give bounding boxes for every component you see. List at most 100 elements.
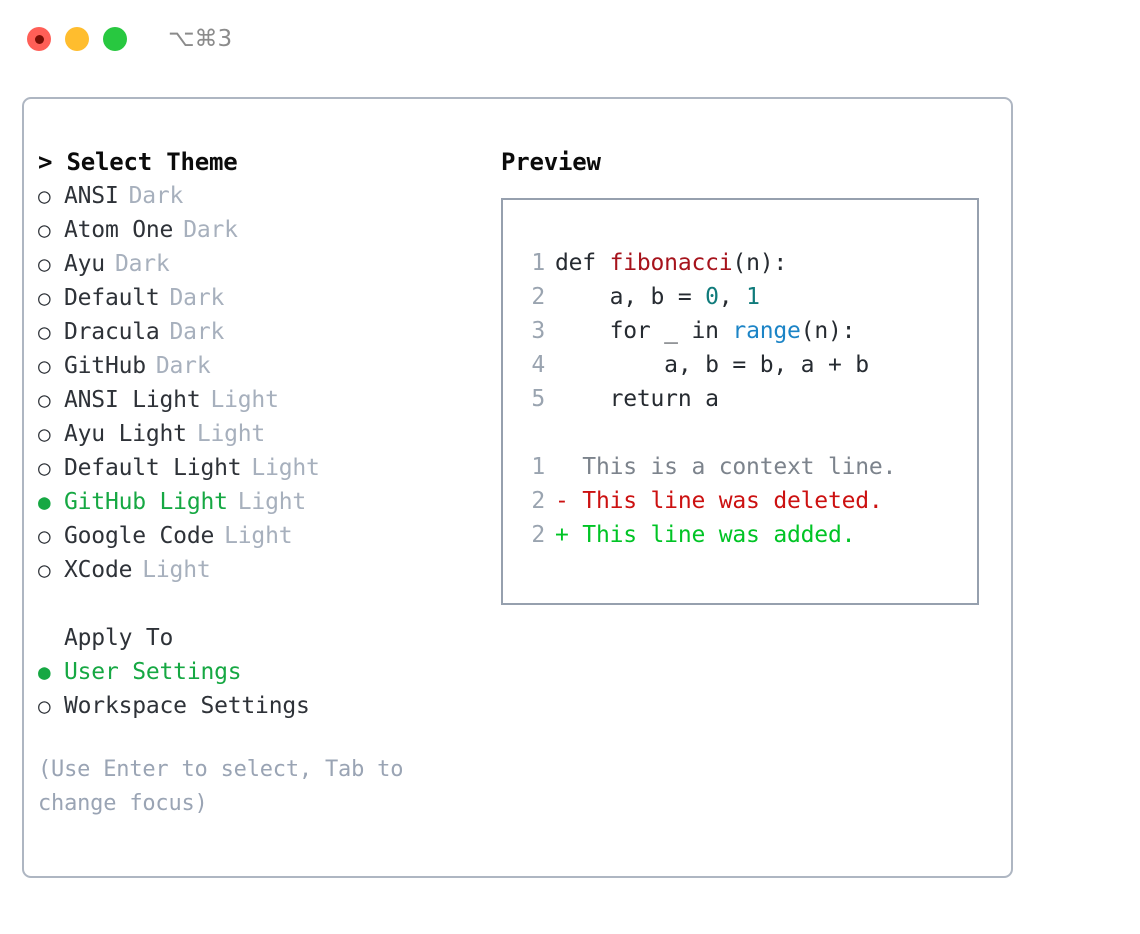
select-theme-header: > Select Theme [38,148,238,176]
code-token-plain: return a [555,386,719,412]
code-line: 4 a, b = b, a + b [521,348,977,382]
code-token-plain: for _ in [555,318,733,344]
theme-option-tag: Light [210,387,279,413]
theme-option-tag: Dark [155,353,211,379]
keyboard-shortcut-label: ⌥⌘3 [168,26,233,52]
radio-unselected-icon: ○ [38,558,51,582]
code-line-content: return a [555,382,719,416]
radio-unselected-icon: ○ [38,388,51,412]
minimize-button-icon[interactable] [65,27,89,51]
diff-line-number: 1 [531,454,545,480]
theme-option-tag: Dark [183,217,238,243]
theme-option-tag: Light [196,421,266,447]
code-line-number: 2 [531,284,545,310]
code-line: 5 return a [521,382,977,416]
code-token-builtin: range [732,318,801,344]
radio-unselected-icon: ○ [38,286,51,310]
theme-option-ansi-light[interactable]: ○ ANSI Light Light [38,383,498,417]
code-line-content: a, b = b, a + b [555,348,869,382]
close-button-icon[interactable] [27,27,51,51]
apply-to-option-workspace-settings[interactable]: ○ Workspace Settings [38,689,498,723]
code-line: 1 def fibonacci(n): [521,246,977,280]
window-titlebar: ⌥⌘3 [0,0,1140,78]
diff-line-content: This is a context line. [555,454,897,480]
radio-unselected-icon: ○ [38,218,51,242]
diff-line-content: - This line was deleted. [555,488,883,514]
radio-unselected-icon: ○ [38,320,51,344]
radio-unselected-icon: ○ [38,524,51,548]
theme-option-tag: Light [142,557,211,583]
theme-option-label: XCode [64,557,133,583]
theme-option-label: Dracula [64,319,160,345]
theme-option-label: Default [64,285,160,311]
apply-to-option-label: Workspace Settings [64,693,310,719]
diff-line-content: + This line was added. [555,522,856,548]
code-line: 3 for _ in range(n): [521,314,977,348]
code-line-content: for _ in range(n): [555,314,856,348]
theme-option-label: Default Light [64,455,242,481]
maximize-button-icon[interactable] [103,27,127,51]
diff-line-add: 2 + This line was added. [521,518,977,552]
diff-sample-block: 1 This is a context line.2- This line wa… [521,450,977,552]
radio-unselected-icon: ○ [38,184,51,208]
code-token-plain: (n): [732,250,788,276]
code-line-number: 5 [531,386,545,412]
theme-option-github-light[interactable]: ● GitHub Light Light [38,485,498,519]
traffic-light-group [27,27,127,51]
code-token-plain: def [555,250,610,276]
code-token-func: fibonacci [609,250,733,276]
radio-selected-icon: ● [38,660,51,684]
code-line-number: 3 [531,318,545,344]
theme-option-label: GitHub Light [64,489,228,515]
radio-selected-icon: ● [38,490,51,514]
diff-line-context: 1 This is a context line. [521,450,977,484]
code-token-plain: a, b = [555,284,706,310]
radio-unselected-icon: ○ [38,694,51,718]
theme-option-tag: Light [237,489,307,515]
code-token-num: 0 [705,284,719,310]
diff-line-number: 2 [531,522,545,548]
code-line: 2 a, b = 0, 1 [521,280,977,314]
keyboard-hint-text: (Use Enter to select, Tab to change focu… [38,757,404,816]
diff-spacer [521,416,977,450]
theme-option-ansi[interactable]: ○ ANSI Dark [38,179,498,213]
radio-unselected-icon: ○ [38,252,51,276]
apply-to-title: Apply To [64,625,174,651]
radio-unselected-icon: ○ [38,422,51,446]
code-line-number: 4 [531,352,545,378]
theme-option-label: ANSI [64,183,119,209]
theme-option-google-code[interactable]: ○ Google Code Light [38,519,498,553]
apply-to-option-list[interactable]: ●User Settings ○ Workspace Settings [38,655,498,723]
code-token-plain: (n): [800,318,856,344]
code-line-content: a, b = 0, 1 [555,280,760,314]
diff-line-del: 2- This line was deleted. [521,484,977,518]
theme-option-xcode[interactable]: ○ XCode Light [38,553,498,587]
theme-option-tag: Dark [128,183,184,209]
theme-option-label: ANSI Light [64,387,201,413]
theme-option-dracula[interactable]: ○ Dracula Dark [38,315,498,349]
recording-dot-icon [34,34,44,44]
code-token-num: 1 [746,284,760,310]
theme-option-default-light[interactable]: ○ Default Light Light [38,451,498,485]
theme-option-tag: Light [224,523,293,549]
apply-to-option-user-settings[interactable]: ●User Settings [38,655,498,689]
theme-option-tag: Dark [169,319,225,345]
code-line-number: 1 [531,250,545,276]
theme-option-label: Google Code [64,523,215,549]
theme-option-label: Ayu [64,251,105,277]
radio-unselected-icon: ○ [38,456,51,480]
section-spacer [38,587,498,621]
theme-option-tag: Light [251,455,320,481]
